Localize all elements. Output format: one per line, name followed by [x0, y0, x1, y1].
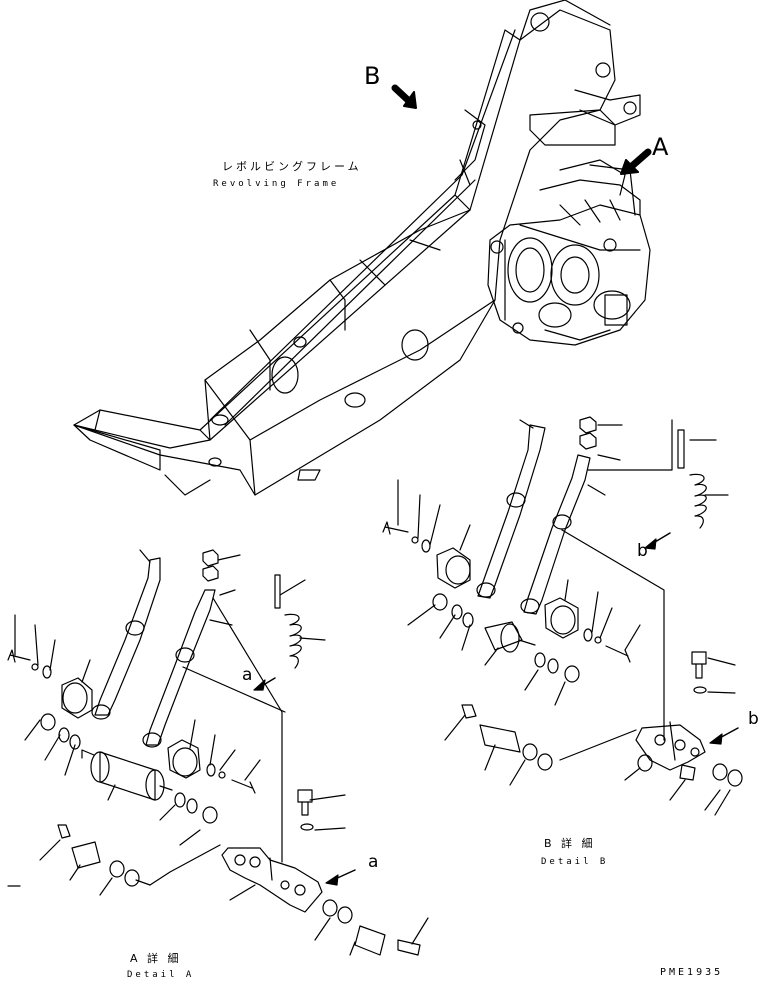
view-arrow-a: [620, 148, 652, 175]
ref-label-a-bottom: a: [368, 852, 378, 872]
view-arrow-b: [391, 84, 417, 109]
drawing-code: PME1935: [660, 967, 723, 978]
detail-a-caption-jp: A 詳 細: [130, 951, 182, 965]
ref-label-a-top: a: [242, 665, 252, 685]
view-label-b: B: [364, 62, 380, 90]
revolving-frame: [73, 0, 641, 496]
detail-b-caption-en: Detail B: [541, 857, 608, 867]
view-label-a: A: [652, 133, 669, 161]
frame-caption-en: Revolving Frame: [213, 179, 339, 189]
ref-label-b-right: b: [748, 709, 759, 729]
detail-a-assembly: [7, 549, 429, 956]
detail-a-caption-en: Detail A: [127, 970, 194, 980]
detail-b-caption-jp: B 詳 細: [544, 836, 596, 850]
frame-caption-jp: レボルビングフレーム: [222, 159, 362, 173]
swing-machinery: [487, 159, 651, 346]
detail-b-assembly: [382, 416, 743, 816]
ref-label-b-top: b: [637, 541, 648, 561]
